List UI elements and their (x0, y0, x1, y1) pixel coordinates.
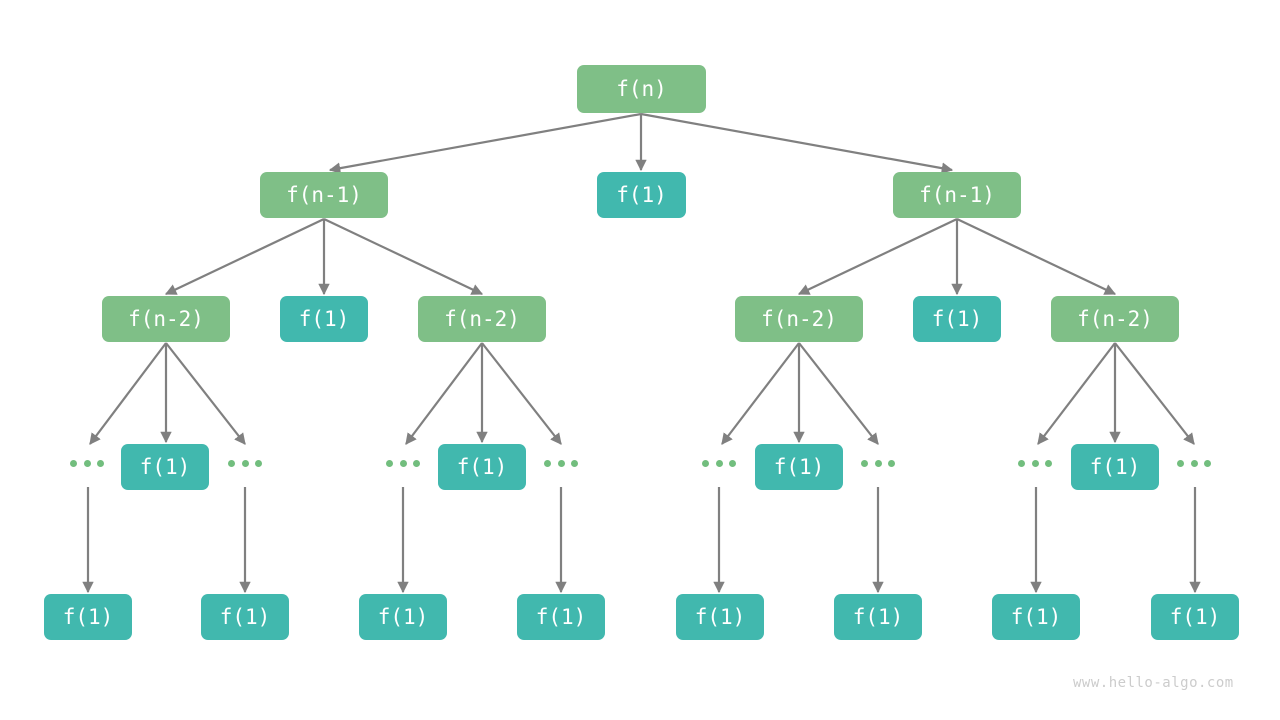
tree-node-label: f(n-2) (761, 306, 837, 331)
tree-node-label: f(1) (298, 306, 350, 331)
tree-node-n7: f(n-2) (735, 296, 863, 342)
tree-node-label: f(1) (139, 454, 191, 479)
tree-node-label: f(1) (1089, 454, 1141, 479)
ellipsis-dot (1031, 459, 1039, 467)
edge-n6-to-e3 (481, 342, 562, 445)
tree-node-label: f(n-2) (128, 306, 204, 331)
ellipsis-dot (255, 459, 262, 467)
edge-n6-to-e2 (405, 342, 483, 445)
ellipsis-dot (715, 459, 723, 467)
ellipsis-e7 (1177, 459, 1211, 467)
ellipsis-dot (228, 459, 235, 467)
tree-node-n14: f(1) (44, 594, 132, 640)
ellipsis-dot (97, 459, 104, 467)
tree-node-n12: f(1) (755, 444, 843, 490)
tree-node-label: f(n-1) (286, 182, 362, 207)
ellipsis-dot (702, 459, 709, 467)
ellipsis-dot (557, 459, 565, 467)
tree-node-n8: f(1) (913, 296, 1001, 342)
tree-node-n6: f(n-2) (418, 296, 546, 342)
ellipsis-e3 (544, 459, 578, 467)
tree-node-n17: f(1) (517, 594, 605, 640)
tree-node-label: f(n) (616, 76, 667, 101)
tree-node-label: f(n-1) (919, 182, 995, 207)
edge-n4-to-e1 (165, 342, 246, 445)
ellipsis-dot (413, 459, 420, 467)
watermark: www.hello-algo.com (1073, 675, 1234, 691)
ellipsis-e1 (228, 459, 262, 467)
ellipsis-dot (1177, 459, 1184, 467)
tree-node-n19: f(1) (834, 594, 922, 640)
ellipsis-dot (729, 459, 736, 467)
tree-node-n21: f(1) (1151, 594, 1239, 640)
ellipsis-dot (544, 459, 551, 467)
edge-n7-to-e4 (721, 342, 800, 445)
tree-node-n16: f(1) (359, 594, 447, 640)
edge-n3-to-n9 (956, 218, 1117, 295)
tree-node-label: f(1) (62, 604, 114, 629)
tree-node-label: f(1) (219, 604, 271, 629)
tree-node-n1: f(n-1) (260, 172, 388, 218)
tree-node-n10: f(1) (121, 444, 209, 490)
ellipsis-dot (1045, 459, 1052, 467)
tree-node-label: f(1) (931, 306, 983, 331)
tree-node-label: f(n-2) (444, 306, 520, 331)
ellipsis-dot (70, 459, 77, 467)
ellipsis-dot (571, 459, 578, 467)
tree-node-n15: f(1) (201, 594, 289, 640)
ellipsis-dot (1018, 459, 1025, 467)
tree-node-n5: f(1) (280, 296, 368, 342)
tree-node-n2: f(1) (597, 172, 686, 218)
ellipsis-e0 (70, 459, 104, 467)
tree-node-n11: f(1) (438, 444, 526, 490)
ellipsis-dot (1190, 459, 1198, 467)
ellipsis-dot (399, 459, 407, 467)
tree-node-n9: f(n-2) (1051, 296, 1179, 342)
tree-node-n4: f(n-2) (102, 296, 230, 342)
ellipsis-dot (874, 459, 882, 467)
ellipsis-dot (861, 459, 868, 467)
edge-n1-to-n6 (323, 218, 484, 295)
ellipsis-e2 (386, 459, 420, 467)
ellipsis-e5 (861, 459, 895, 467)
tree-node-label: f(1) (773, 454, 825, 479)
tree-node-n13: f(1) (1071, 444, 1159, 490)
tree-node-label: f(1) (377, 604, 429, 629)
tree-node-label: f(1) (616, 182, 667, 207)
tree-node-label: f(1) (456, 454, 508, 479)
tree-node-n0: f(n) (577, 65, 706, 113)
tree-node-label: f(1) (852, 604, 904, 629)
tree-node-label: f(1) (535, 604, 587, 629)
ellipsis-dot (1204, 459, 1211, 467)
tree-node-n20: f(1) (992, 594, 1080, 640)
tree-node-n3: f(n-1) (893, 172, 1021, 218)
ellipsis-dot (888, 459, 895, 467)
edge-n9-to-e7 (1114, 342, 1195, 445)
ellipsis-dot (83, 459, 91, 467)
ellipsis-dot (386, 459, 393, 467)
tree-node-n18: f(1) (676, 594, 764, 640)
ellipsis-e4 (702, 459, 736, 467)
edge-n0-to-n1 (328, 112, 642, 174)
edges (82, 112, 1201, 594)
edge-n7-to-e5 (798, 342, 879, 445)
edge-n3-to-n7 (797, 218, 958, 295)
tree-node-label: f(1) (1010, 604, 1062, 629)
ellipsis-dot (241, 459, 249, 467)
edge-n1-to-n4 (164, 218, 325, 295)
edge-n4-to-e0 (89, 342, 167, 445)
edge-n9-to-e6 (1037, 342, 1116, 445)
ellipsis-e6 (1018, 459, 1052, 467)
tree-node-label: f(1) (694, 604, 746, 629)
tree-node-label: f(1) (1169, 604, 1221, 629)
edge-n0-to-n3 (640, 112, 954, 174)
tree-node-label: f(n-2) (1077, 306, 1153, 331)
